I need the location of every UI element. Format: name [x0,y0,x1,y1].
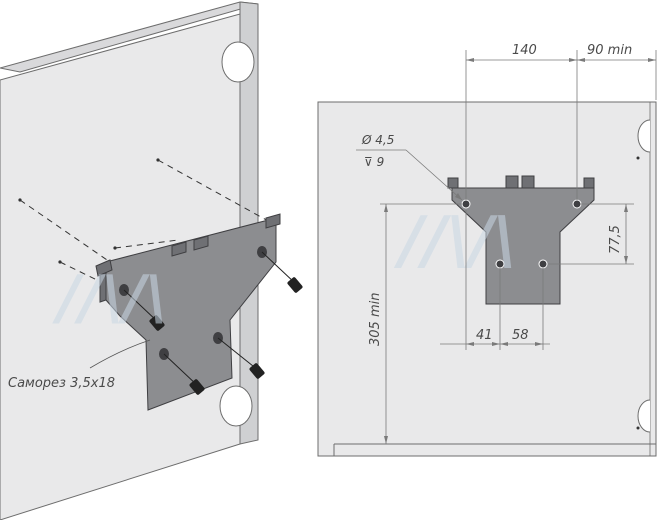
marker-dot [636,156,640,160]
screw-icon [217,337,265,379]
dim-label-77: 77,5 [608,225,623,254]
hole-callout [356,149,463,201]
guide-dot [156,158,160,162]
dim-label-305min: 305 min [368,293,383,346]
watermark-logo: //\/\ [393,204,517,278]
left-view: Саморез 3,5x18 //\/\ [0,1,303,520]
dimension-vertical-77 [548,203,634,265]
watermark-logo: //\/\ [52,263,168,333]
right-view: //\/\ 140 90 min Ø 4,5 ⊽ 9 [317,43,657,457]
assembly-lines [19,159,271,301]
system-hole-bottom [219,385,253,427]
dimension-vertical-305 [380,203,462,444]
guide-dot [58,260,62,264]
guide-dot [113,246,117,250]
system-hole-top [637,119,651,153]
screw-icon [261,251,303,293]
dim-label-depth: ⊽ 9 [364,155,384,169]
dimension-bottom [440,210,550,350]
dim-label-41: 41 [476,328,493,343]
dim-label-140: 140 [512,43,537,58]
guide-dot [18,198,22,202]
dimension-top [465,50,657,200]
system-hole-bottom [637,399,651,433]
screw-leader-line [89,339,151,369]
screw-icon [163,353,205,395]
system-hole-top [221,41,255,83]
screw-icon [123,289,165,331]
dim-label-58: 58 [512,328,529,343]
bracket-right [447,175,595,305]
marker-dot [636,426,640,430]
dim-label-diameter: Ø 4,5 [361,133,394,147]
screw-label: Саморез 3,5x18 [8,376,115,391]
dim-label-90min: 90 min [587,43,632,58]
bracket-left [95,213,281,411]
